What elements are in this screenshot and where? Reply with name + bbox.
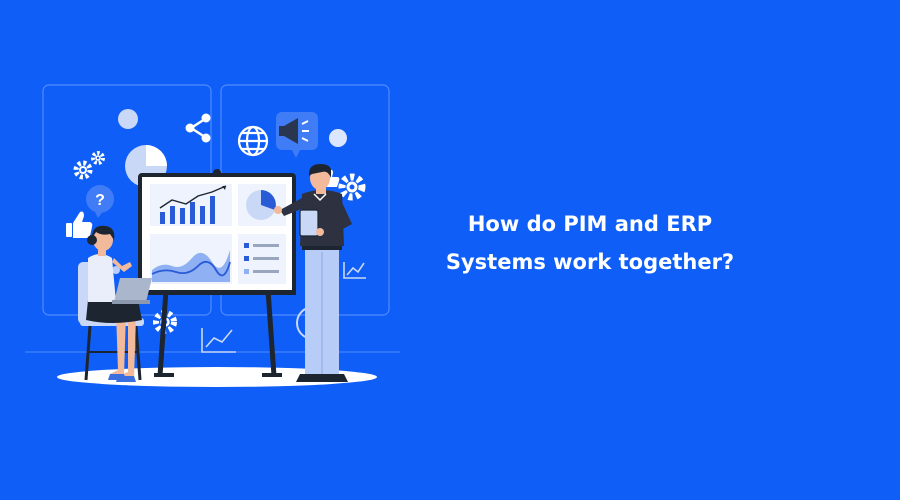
board-legend	[238, 234, 286, 284]
gear-icon-small-2	[91, 151, 105, 165]
woman-sitting	[78, 225, 152, 382]
thumbs-up-icon	[66, 211, 93, 238]
question-icon: ?	[86, 185, 114, 218]
dot-3	[112, 266, 120, 274]
dot-2	[329, 129, 347, 147]
gear-icon-large	[338, 173, 366, 201]
headline-line-2: Systems work together?	[445, 250, 735, 274]
headline: How do PIM and ERP Systems work together…	[400, 205, 780, 281]
line-chart-icon-bottom	[201, 328, 236, 353]
bar-chart-icon	[150, 184, 232, 226]
board-area-chart	[150, 234, 232, 284]
question-mark: ?	[95, 192, 105, 209]
globe-icon	[237, 125, 269, 157]
headline-line-1: How do PIM and ERP	[467, 212, 713, 236]
megaphone-icon	[276, 112, 318, 158]
presentation-board	[138, 169, 296, 377]
share-icon	[185, 113, 211, 143]
line-chart-icon-right	[343, 262, 366, 279]
dot-1	[118, 109, 138, 129]
man-presenter	[274, 164, 352, 382]
gear-icon-small-1	[73, 160, 93, 180]
board-pie-chart	[238, 184, 286, 226]
